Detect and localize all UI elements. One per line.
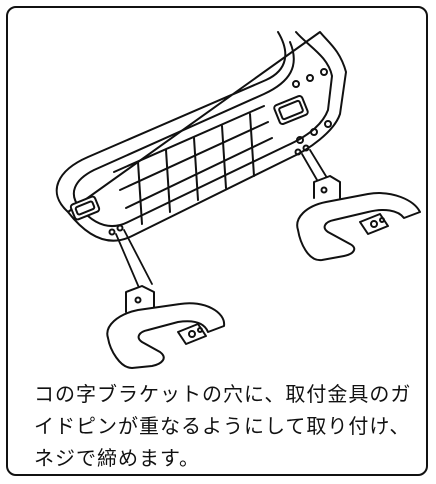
- caption-line-3: ネジで締めます。: [34, 446, 200, 470]
- mounting-bracket-left: [106, 285, 226, 369]
- caption-line-2: イドピンが重なるようにして取り付け、: [34, 414, 411, 438]
- instruction-panel: コの字ブラケットの穴に、取付金具のガ イドピンが重なるようにして取り付け、 ネジ…: [6, 6, 428, 476]
- bracket-mounting-illustration: [55, 31, 421, 369]
- stand-base: [55, 31, 347, 242]
- instruction-caption: コの字ブラケットの穴に、取付金具のガ イドピンが重なるようにして取り付け、 ネジ…: [34, 378, 426, 474]
- mounting-bracket-right: [296, 175, 421, 262]
- caption-line-1: コの字ブラケットの穴に、取付金具のガ: [34, 382, 412, 406]
